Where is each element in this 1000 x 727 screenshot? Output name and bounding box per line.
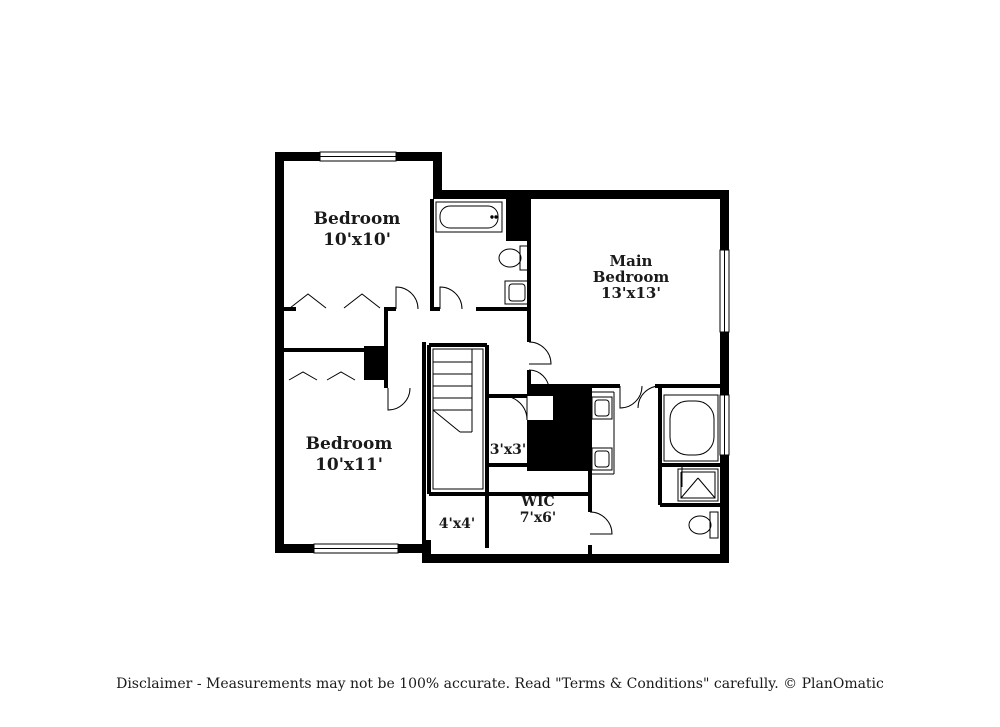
bedroom-bottom-size: 10'x11' [315,455,383,475]
disclaimer-text: Disclaimer - Measurements may not be 100… [116,676,884,692]
closet-3x3-size: 3'x3' [490,442,526,458]
main-bedroom-name-line2: Bedroom [593,268,670,286]
doors [387,286,683,535]
wall-blocks [364,199,590,471]
fixtures [435,201,719,539]
stairs [432,348,484,490]
bedroom-top-size: 10'x10' [323,230,391,250]
main-bedroom-size: 13'x13' [601,284,661,302]
bedroom-bottom-name: Bedroom [306,434,393,454]
closet-4x4-size: 4'x4' [439,516,475,532]
main-bedroom-name-line1: Main [610,252,653,270]
room-labels: Bedroom 10'x10' Main Bedroom 13'x13' Bed… [306,209,670,532]
wic-name: WIC [520,494,554,510]
windows [313,151,730,554]
bifold-doors [288,293,381,381]
bedroom-top-name: Bedroom [314,209,401,229]
wic-size: 7'x6' [520,510,556,526]
